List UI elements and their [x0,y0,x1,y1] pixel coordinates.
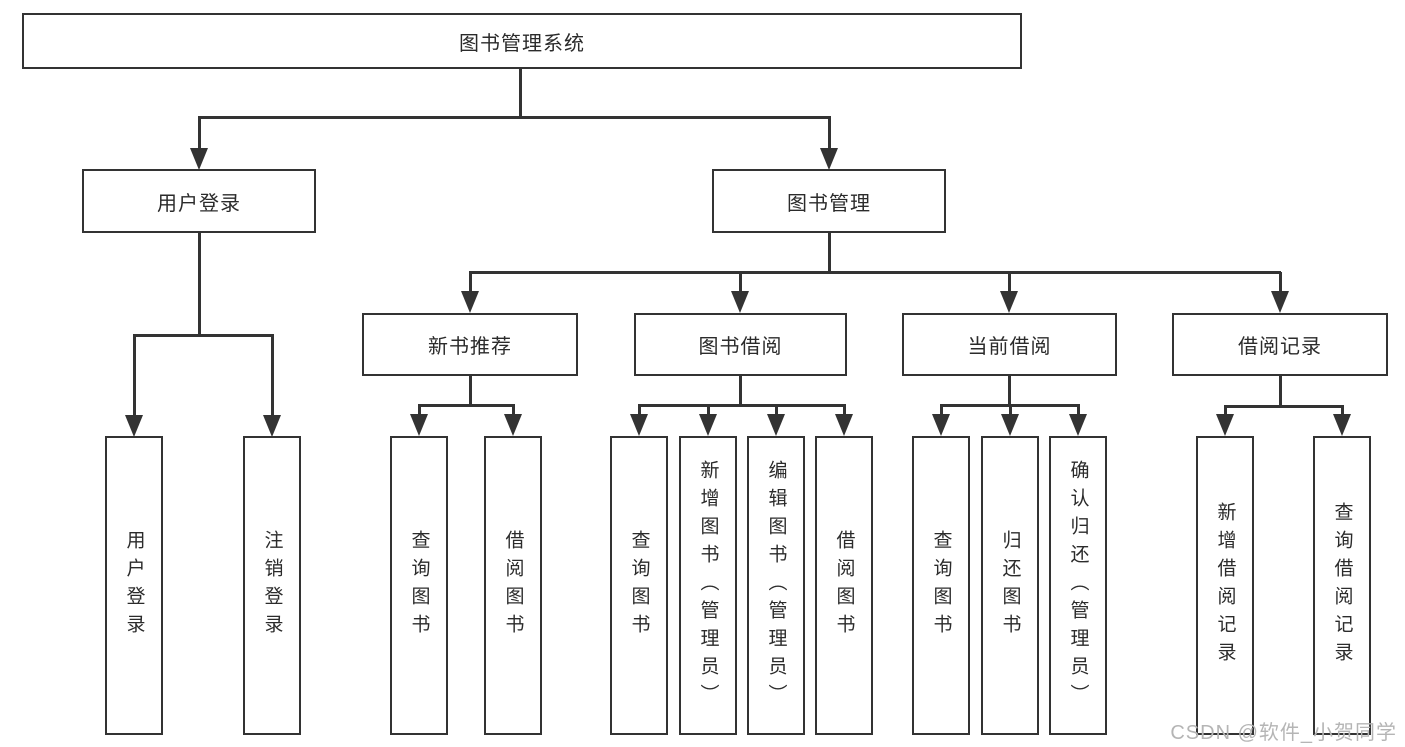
arrowhead-icon [820,148,838,170]
leaf-bb-query-books-label: 查询图书 [628,529,650,642]
connector-vline [1009,405,1012,415]
arrowhead-icon [504,414,522,436]
node-user-login: 用户登录 [82,169,316,233]
node-current-borrow-label: 当前借阅 [967,336,1052,358]
leaf-bb-add-books: 新增图书（管理员） [679,436,737,735]
leaf-bb-borrow-books-label: 借阅图书 [833,529,855,642]
leaf-logout-label: 注销登录 [261,529,283,642]
arrowhead-icon [1216,414,1234,436]
connector-vline [828,117,831,150]
leaf-bb-edit-books-label: 编辑图书（管理员） [765,459,787,712]
leaf-user-login-label: 用户登录 [123,529,145,642]
connector-vline [133,335,136,416]
connector-vline [519,69,522,118]
connector-vline [940,405,943,415]
connector-vline [1279,272,1282,292]
leaf-br-query-record-label: 查询借阅记录 [1331,501,1353,670]
leaf-logout: 注销登录 [243,436,301,735]
connector-vline [638,405,641,415]
leaf-user-login: 用户登录 [105,436,163,735]
connector-vline [512,405,515,415]
connector-vline [1008,272,1011,292]
leaf-cb-query-books: 查询图书 [912,436,970,735]
arrowhead-icon [125,415,143,437]
node-root-label: 图书管理系统 [459,32,585,55]
connector-hline [133,334,274,337]
connector-vline [843,405,846,415]
leaf-rec-borrow-books-label: 借阅图书 [502,529,524,642]
connector-vline [1279,376,1282,407]
node-book-borrow: 图书借阅 [634,313,847,376]
leaf-bb-borrow-books: 借阅图书 [815,436,873,735]
connector-hline [1224,405,1344,408]
connector-vline [418,405,421,415]
arrowhead-icon [1000,291,1018,313]
leaf-cb-confirm-return-label: 确认归还（管理员） [1067,459,1089,712]
connector-vline [1224,406,1227,415]
connector-vline [271,335,274,416]
connector-hline [469,271,1281,274]
arrowhead-icon [699,414,717,436]
leaf-bb-query-books: 查询图书 [610,436,668,735]
connector-vline [469,376,472,406]
connector-vline [1008,376,1011,406]
leaf-rec-borrow-books: 借阅图书 [484,436,542,735]
arrowhead-icon [767,414,785,436]
connector-vline [828,233,831,273]
arrowhead-icon [190,148,208,170]
leaf-cb-return-books-label: 归还图书 [999,529,1021,642]
node-book-mgmt-label: 图书管理 [787,192,871,215]
arrowhead-icon [410,414,428,436]
arrowhead-icon [835,414,853,436]
node-borrow-records: 借阅记录 [1172,313,1388,376]
connector-vline [198,117,201,150]
node-book-borrow-label: 图书借阅 [698,336,783,358]
arrowhead-icon [1271,291,1289,313]
leaf-rec-query-books: 查询图书 [390,436,448,735]
arrowhead-icon [461,291,479,313]
connector-hline [418,404,515,407]
leaf-cb-confirm-return: 确认归还（管理员） [1049,436,1107,735]
connector-hline [638,404,846,407]
arrowhead-icon [731,291,749,313]
connector-vline [1341,406,1344,415]
node-new-book-rec-label: 新书推荐 [428,336,512,358]
leaf-rec-query-books-label: 查询图书 [408,529,430,642]
leaf-cb-return-books: 归还图书 [981,436,1039,735]
watermark: CSDN @软件_小贺同学 [1170,722,1397,744]
connector-vline [469,272,472,292]
node-user-login-label: 用户登录 [157,192,241,215]
node-new-book-rec: 新书推荐 [362,313,578,376]
connector-vline [739,272,742,292]
leaf-bb-edit-books: 编辑图书（管理员） [747,436,805,735]
arrowhead-icon [1001,414,1019,436]
connector-vline [739,376,742,406]
leaf-br-query-record: 查询借阅记录 [1313,436,1371,735]
connector-vline [775,405,778,415]
node-borrow-records-label: 借阅记录 [1238,336,1322,358]
node-root: 图书管理系统 [22,13,1022,69]
arrowhead-icon [263,415,281,437]
node-book-mgmt: 图书管理 [712,169,946,233]
leaf-cb-query-books-label: 查询图书 [930,529,952,642]
connector-hline [198,116,831,119]
arrowhead-icon [932,414,950,436]
connector-vline [198,233,201,336]
arrowhead-icon [630,414,648,436]
leaf-bb-add-books-label: 新增图书（管理员） [697,459,719,712]
node-current-borrow: 当前借阅 [902,313,1117,376]
connector-vline [1077,405,1080,415]
leaf-br-add-record: 新增借阅记录 [1196,436,1254,735]
arrowhead-icon [1069,414,1087,436]
arrowhead-icon [1333,414,1351,436]
connector-vline [707,405,710,415]
leaf-br-add-record-label: 新增借阅记录 [1214,501,1236,670]
